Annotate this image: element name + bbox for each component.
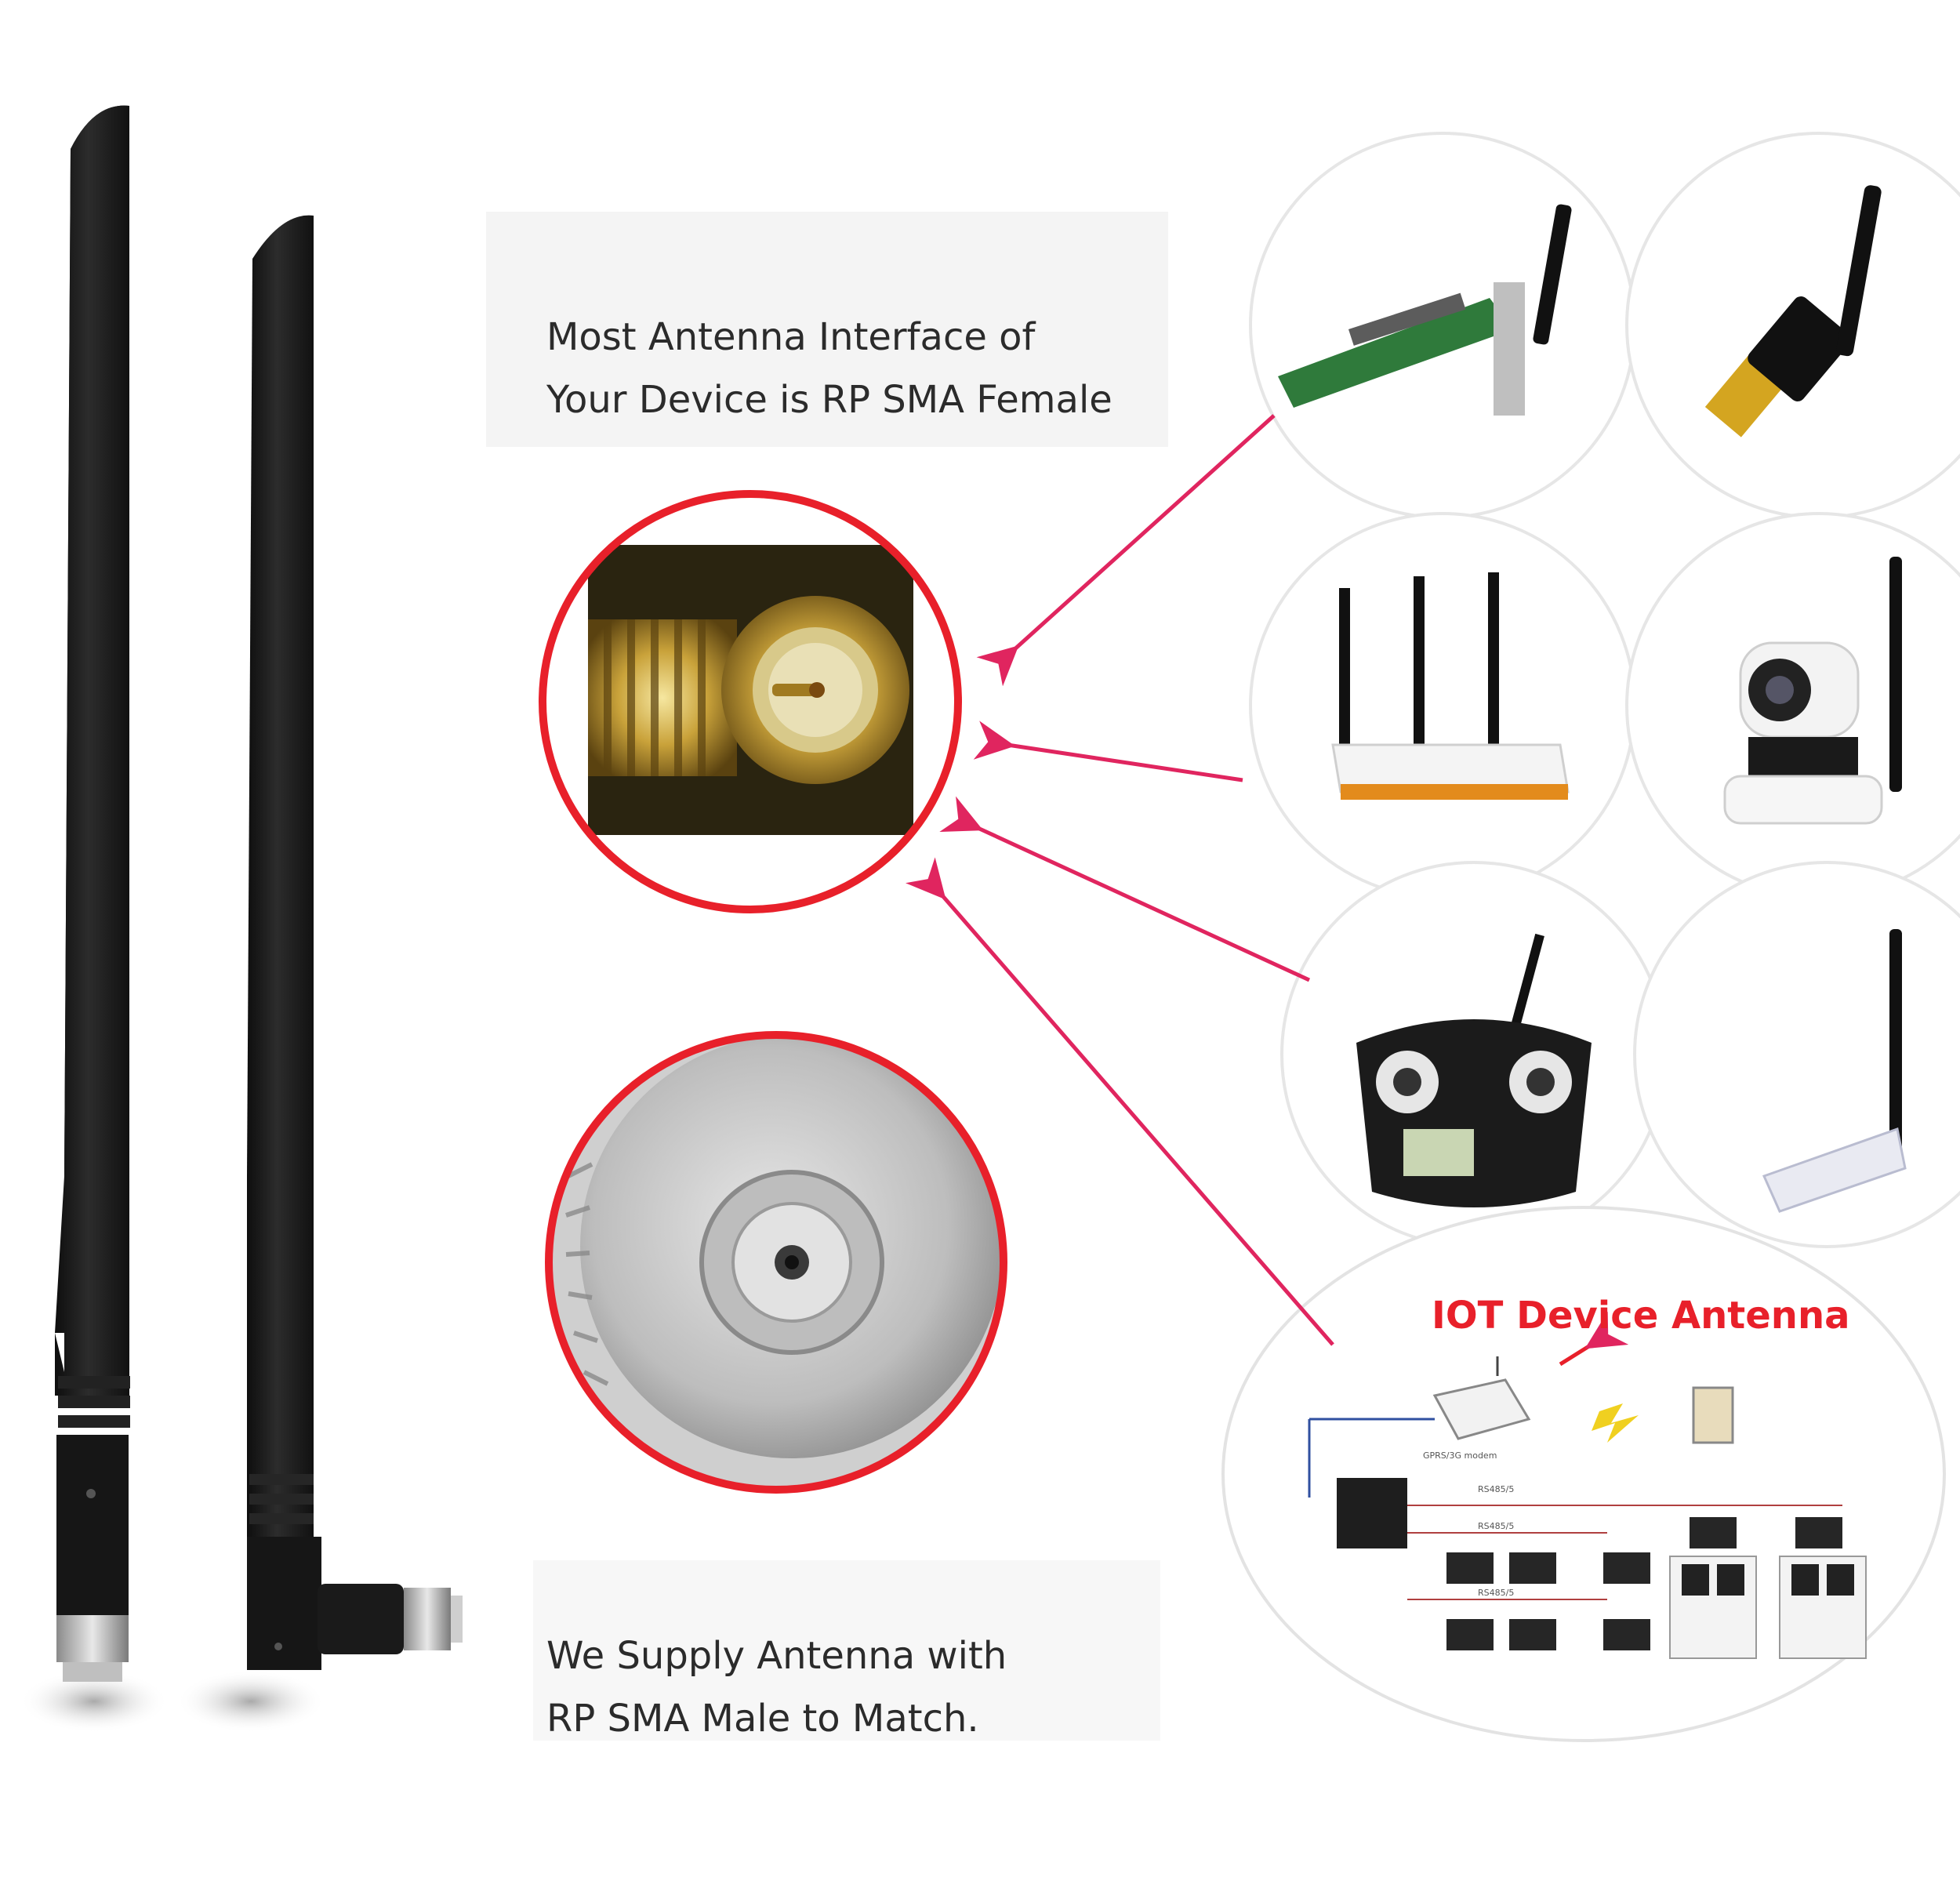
- iot-bus-label-3: RS485/5: [1478, 1588, 1515, 1598]
- caption-top-panel: [486, 212, 1168, 447]
- device-rc-transmitter: [1280, 861, 1668, 1248]
- caption-male-line1: We Supply Antenna with: [546, 1634, 1007, 1678]
- device-usb-wifi-base: [1633, 861, 1960, 1248]
- caption-male: We Supply Antenna with RP SMA Male to Ma…: [546, 1625, 1007, 1750]
- antenna-straight: [20, 105, 169, 1733]
- caption-male-line2: RP SMA Male to Match.: [546, 1697, 979, 1741]
- iot-bus-label-1: RS485/5: [1478, 1484, 1515, 1494]
- rp-sma-male-photo: [545, 1031, 1007, 1494]
- iot-modem-label: GPRS/3G modem: [1423, 1450, 1497, 1461]
- caption-female-line2: Your Device is RP SMA Female: [546, 378, 1112, 422]
- caption-female-line1: Most Antenna Interface of: [546, 315, 1036, 359]
- iot-title: IOT Device Antenna: [1432, 1294, 1850, 1338]
- rp-sma-female-photo: [539, 490, 962, 913]
- device-router: [1249, 512, 1636, 899]
- antenna-angled: [176, 215, 463, 1733]
- device-pci-card: [1249, 132, 1636, 519]
- device-ip-camera: [1625, 512, 1960, 899]
- pointer-arrows: [905, 414, 1334, 1346]
- caption-bottom-panel: [533, 1560, 1160, 1741]
- device-usb-adapter: [1625, 132, 1960, 519]
- iot-bus-label-2: RS485/5: [1478, 1521, 1515, 1531]
- caption-female: Most Antenna Interface of Your Device is…: [546, 306, 1112, 431]
- iot-diagram: [1221, 1206, 1946, 1742]
